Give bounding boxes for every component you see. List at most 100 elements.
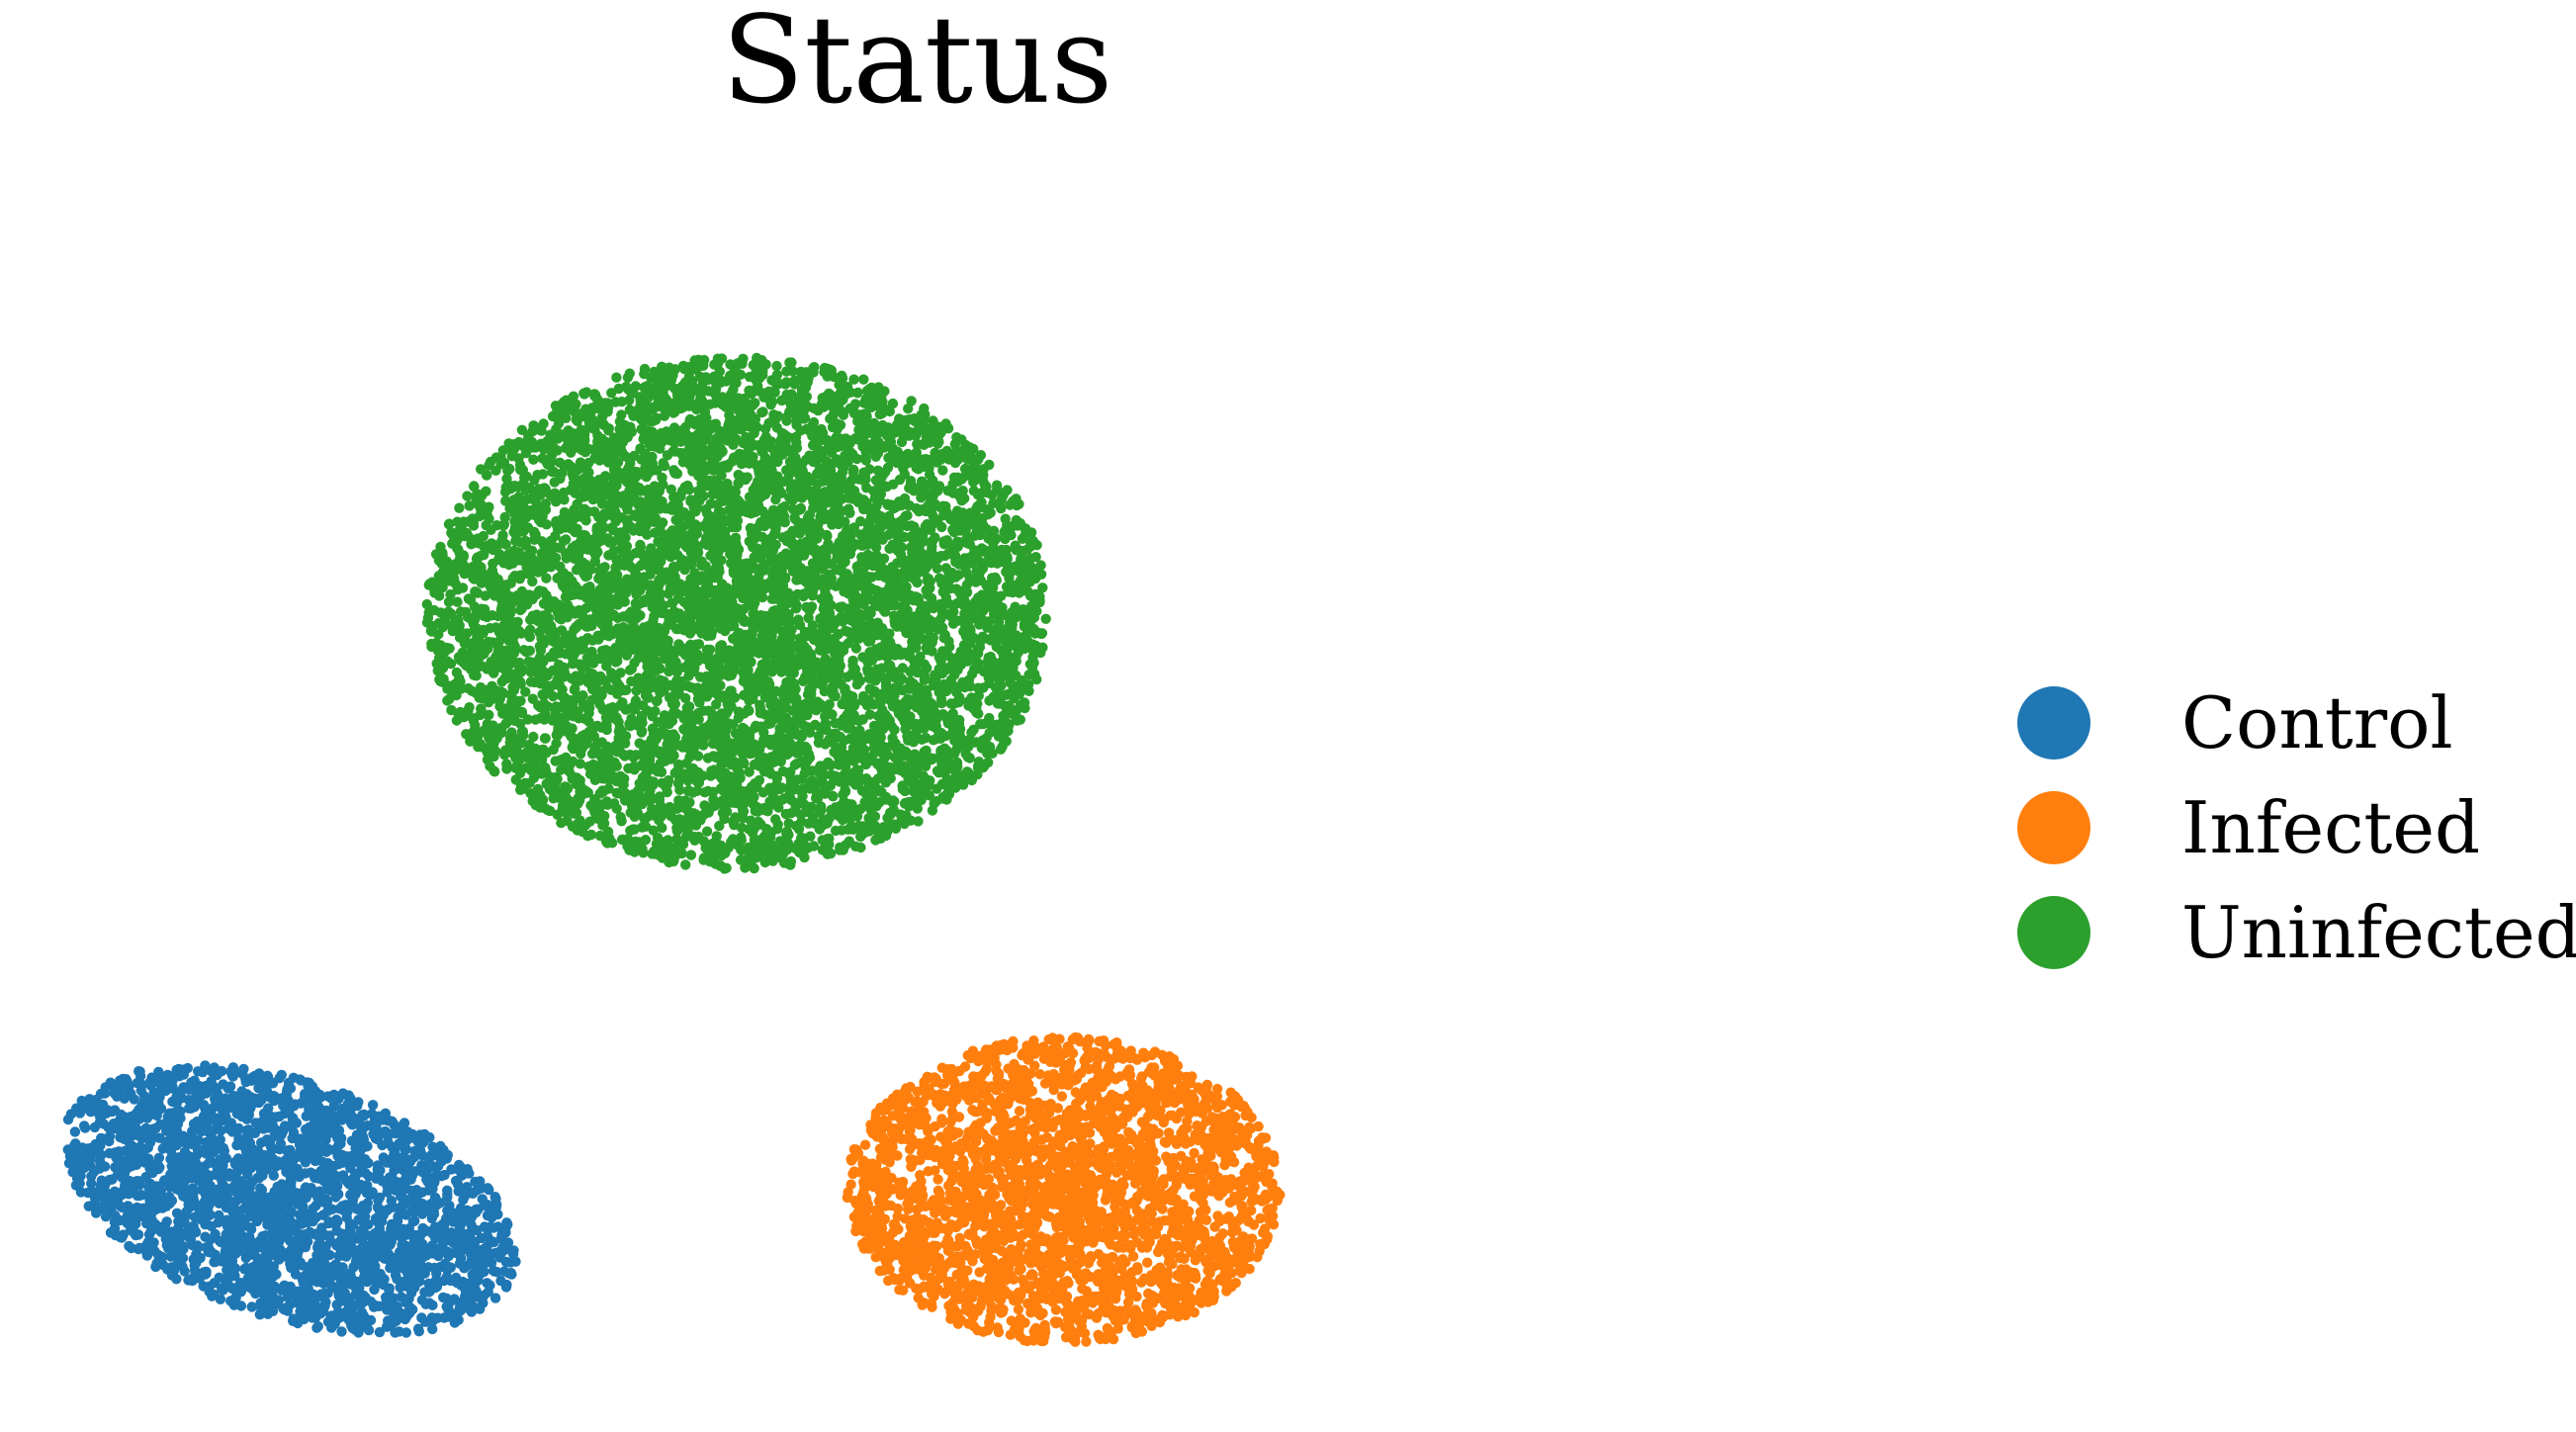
scatter-point: [197, 1124, 208, 1136]
scatter-point: [442, 1264, 453, 1276]
scatter-point: [189, 1075, 200, 1086]
scatter-point: [475, 1293, 487, 1303]
scatter-point: [1022, 1162, 1033, 1173]
scatter-point: [991, 1059, 1002, 1070]
scatter-point: [178, 1241, 189, 1252]
scatter-point: [1140, 1094, 1151, 1105]
scatter-point: [906, 1234, 917, 1246]
scatter-point: [945, 1219, 957, 1230]
scatter-point: [420, 1298, 431, 1310]
scatter-point: [1183, 1297, 1195, 1307]
scatter-point: [1024, 1178, 1036, 1190]
scatter-point: [198, 1111, 210, 1121]
scatter-point: [312, 1321, 323, 1332]
scatter-point: [1059, 1261, 1071, 1272]
scatter-point: [199, 1197, 211, 1208]
scatter-point: [358, 1200, 369, 1211]
scatter-point: [900, 1116, 911, 1127]
scatter-point: [146, 1072, 157, 1083]
scatter-point: [1059, 1059, 1070, 1071]
scatter-point: [1093, 1143, 1105, 1155]
scatter-point: [431, 1281, 443, 1293]
scatter-point: [1194, 1229, 1205, 1241]
scatter-point: [326, 1204, 338, 1215]
scatter-point: [228, 1225, 239, 1236]
scatter-point: [300, 1290, 311, 1301]
scatter-point: [306, 1132, 317, 1143]
scatter-point: [987, 1279, 998, 1290]
scatter-point: [131, 1218, 141, 1229]
scatter-point: [122, 1076, 133, 1087]
scatter-point: [1104, 1164, 1115, 1175]
scatter-point: [70, 1152, 82, 1164]
scatter-point: [367, 1100, 379, 1111]
scatter-point: [229, 1270, 240, 1282]
scatter-point: [297, 1143, 309, 1155]
scatter-point: [1013, 1303, 1024, 1315]
scatter-point: [1043, 1106, 1055, 1118]
scatter-point: [283, 1204, 294, 1214]
scatter-point: [1075, 1154, 1086, 1166]
scatter-point: [248, 1265, 259, 1276]
scatter-point: [475, 1303, 486, 1314]
scatter-point: [436, 1156, 447, 1167]
scatter-point: [1180, 1162, 1191, 1173]
scatter-point: [1002, 1289, 1014, 1299]
scatter-point: [1051, 1255, 1062, 1266]
scatter-point: [342, 1099, 353, 1110]
scatter-point: [272, 1298, 283, 1309]
scatter-point: [381, 1206, 392, 1216]
scatter-point: [399, 1118, 410, 1128]
scatter-point: [484, 1209, 494, 1220]
scatter-point: [386, 1195, 397, 1207]
scatter-point: [220, 1249, 231, 1261]
scatter-point: [490, 1193, 501, 1204]
scatter-point: [1008, 1035, 1019, 1047]
scatter-point: [1048, 1279, 1060, 1291]
scatter-point: [300, 1092, 311, 1103]
scatter-point: [307, 1084, 317, 1096]
scatter-point: [981, 1162, 993, 1173]
scatter-point: [438, 1220, 450, 1232]
scatter-point: [1093, 1054, 1104, 1066]
scatter-point: [359, 1218, 370, 1230]
scatter-point: [227, 1071, 238, 1082]
scatter-point: [374, 1223, 385, 1234]
scatter-point: [966, 1192, 977, 1204]
scatter-point: [489, 1266, 499, 1277]
scatter-point: [1136, 1277, 1147, 1288]
scatter-point: [293, 1246, 304, 1257]
scatter-point: [397, 1251, 408, 1262]
scatter-point: [1107, 1089, 1117, 1101]
scatter-point: [352, 1312, 363, 1323]
scatter-point: [129, 1094, 139, 1105]
scatter-point: [917, 1299, 928, 1310]
scatter-point: [446, 1164, 457, 1175]
scatter-point: [314, 1089, 325, 1101]
scatter-point: [244, 1160, 256, 1172]
scatter-point: [1091, 1106, 1102, 1117]
scatter-point: [136, 1190, 147, 1201]
scatter-point: [228, 1098, 239, 1109]
scatter-point: [987, 1143, 998, 1154]
scatter-point: [161, 1216, 172, 1227]
scatter-point: [1009, 1058, 1020, 1070]
scatter-point: [399, 1162, 409, 1174]
scatter-point: [360, 1168, 371, 1179]
scatter-point: [189, 1265, 201, 1277]
scatter-point: [1137, 1131, 1148, 1142]
scatter-point: [968, 1320, 979, 1332]
scatter-point: [290, 1261, 302, 1273]
scatter-point: [1178, 1130, 1190, 1142]
scatter-point: [222, 1259, 233, 1271]
scatter-point: [1192, 1102, 1202, 1113]
scatter-point: [323, 1277, 334, 1289]
scatter-point: [924, 1245, 935, 1256]
scatter-point: [1074, 1241, 1085, 1252]
scatter-point: [1145, 1139, 1156, 1151]
scatter-point: [958, 1216, 970, 1228]
scatter-point: [175, 1113, 186, 1123]
scatter-point: [949, 1078, 960, 1090]
scatter-point: [394, 1326, 404, 1337]
scatter-point: [934, 1188, 945, 1200]
